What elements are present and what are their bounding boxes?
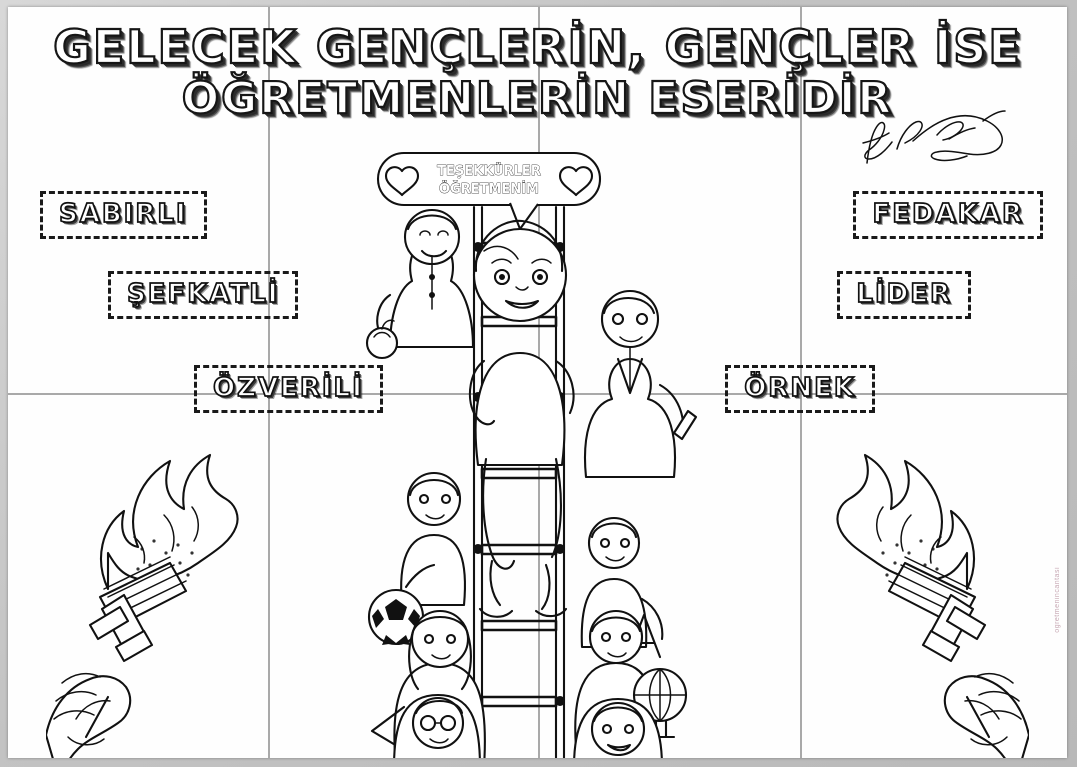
figure-top-right (584, 289, 698, 479)
speech-bubble: TEŞEKKÜRLER ÖĞRETMENİM (376, 151, 602, 231)
flame-right (836, 453, 975, 591)
fold-line-vertical-1 (268, 7, 270, 758)
figure-lower-left-glasses (393, 693, 481, 758)
hand-left (44, 672, 132, 758)
fold-line-vertical-3 (800, 7, 802, 758)
torch-left (44, 419, 266, 758)
keyword-text: ŞEFKATLİ (126, 278, 280, 310)
figure-center-climbing (468, 219, 575, 618)
keyword-label-sefkatli: ŞEFKATLİ (108, 271, 299, 319)
keyword-text: ÖRNEK (743, 372, 856, 404)
keyword-label-fedakar: FEDAKAR (853, 191, 1043, 239)
watermark-text: ogretmenincantasi (1054, 567, 1061, 633)
figure-top-left (365, 208, 475, 360)
paper-sheet: GELECEK GENÇLERİN, GENÇLER İSE ÖĞRETMENL… (8, 7, 1067, 758)
figure-mid-left-football (367, 471, 466, 646)
keyword-text: SABIRLI (58, 198, 188, 230)
speech-bubble-line-2: ÖĞRETMENİM (439, 181, 539, 197)
keyword-text: FEDAKAR (872, 198, 1024, 230)
torch-right (809, 419, 1031, 758)
keyword-label-ozverili: ÖZVERİLİ (194, 365, 383, 413)
keyword-text: LİDER (856, 278, 952, 310)
keyword-text: ÖZVERİLİ (212, 372, 364, 404)
keyword-label-sabirli: SABIRLI (40, 191, 207, 239)
speech-bubble-line-1: TEŞEKKÜRLER (437, 163, 541, 179)
ataturk-signature (853, 101, 1023, 173)
hand-right (943, 672, 1031, 758)
figure-bottom-right (573, 697, 663, 758)
flame-left (100, 453, 239, 591)
keyword-label-lider: LİDER (837, 271, 971, 319)
keyword-label-ornek: ÖRNEK (725, 365, 875, 413)
children-ladder-illustration: TEŞEKKÜRLER ÖĞRETMENİM (360, 147, 700, 758)
